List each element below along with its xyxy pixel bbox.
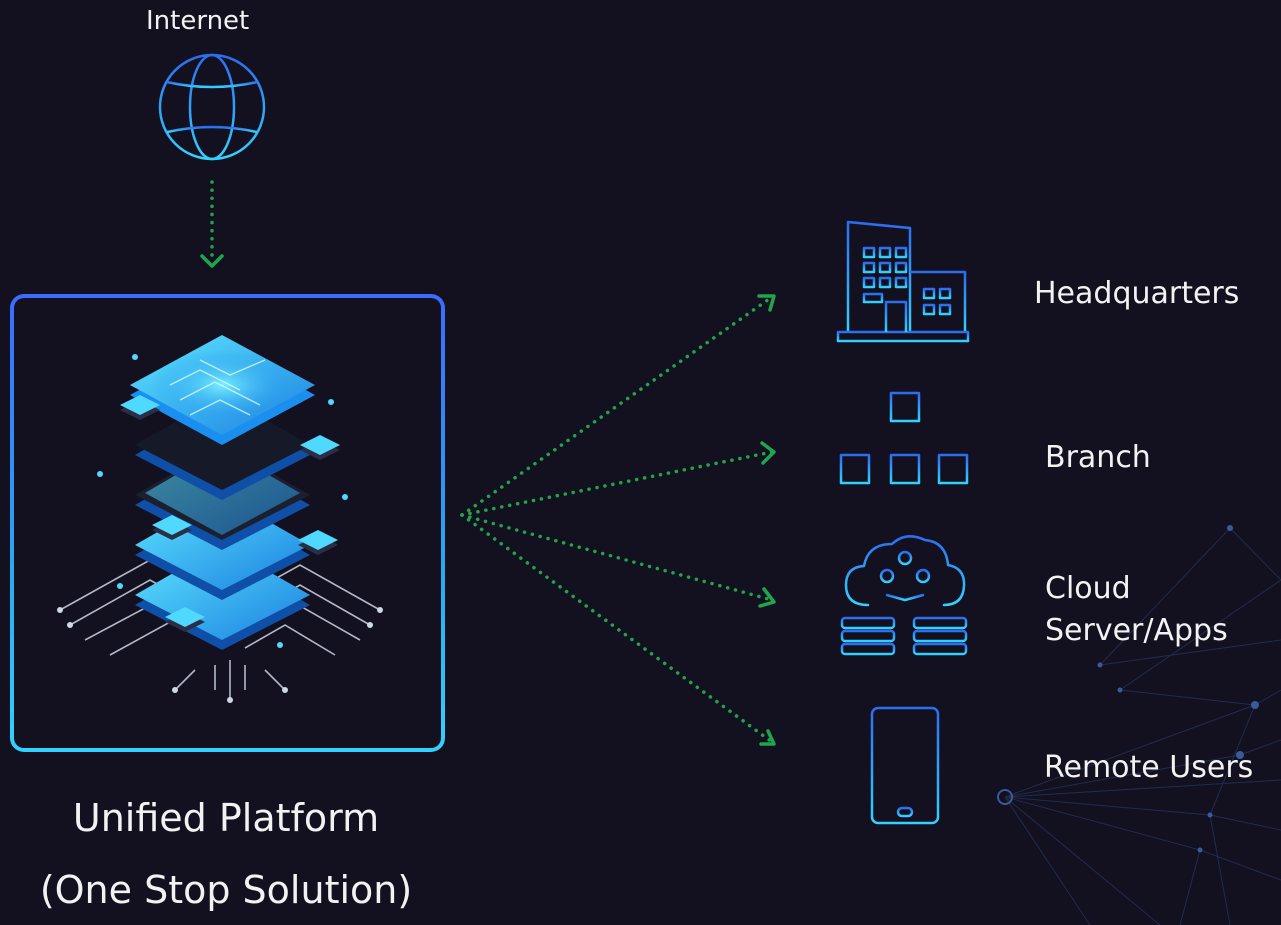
arrow-head-headquarters (757, 294, 776, 312)
cloud-server-label: Cloud Server/Apps (1045, 571, 1228, 648)
headquarters-label: Headquarters (1034, 276, 1240, 311)
platform-frame (10, 294, 445, 752)
connector-headquarters (460, 295, 774, 517)
arrow-head-remote (759, 729, 776, 746)
internet-label: Internet (146, 6, 250, 36)
connector-remote-users (460, 513, 774, 744)
platform-subtitle: (One Stop Solution) (39, 868, 413, 912)
arrow-head-branch (760, 441, 776, 465)
remote-users-label: Remote Users (1044, 750, 1254, 785)
platform-title: Unified Platform (72, 796, 380, 840)
branch-label: Branch (1045, 440, 1151, 475)
arrow-head-internet (200, 254, 224, 268)
connector-cloud (460, 513, 774, 602)
arrow-head-cloud (758, 587, 776, 608)
